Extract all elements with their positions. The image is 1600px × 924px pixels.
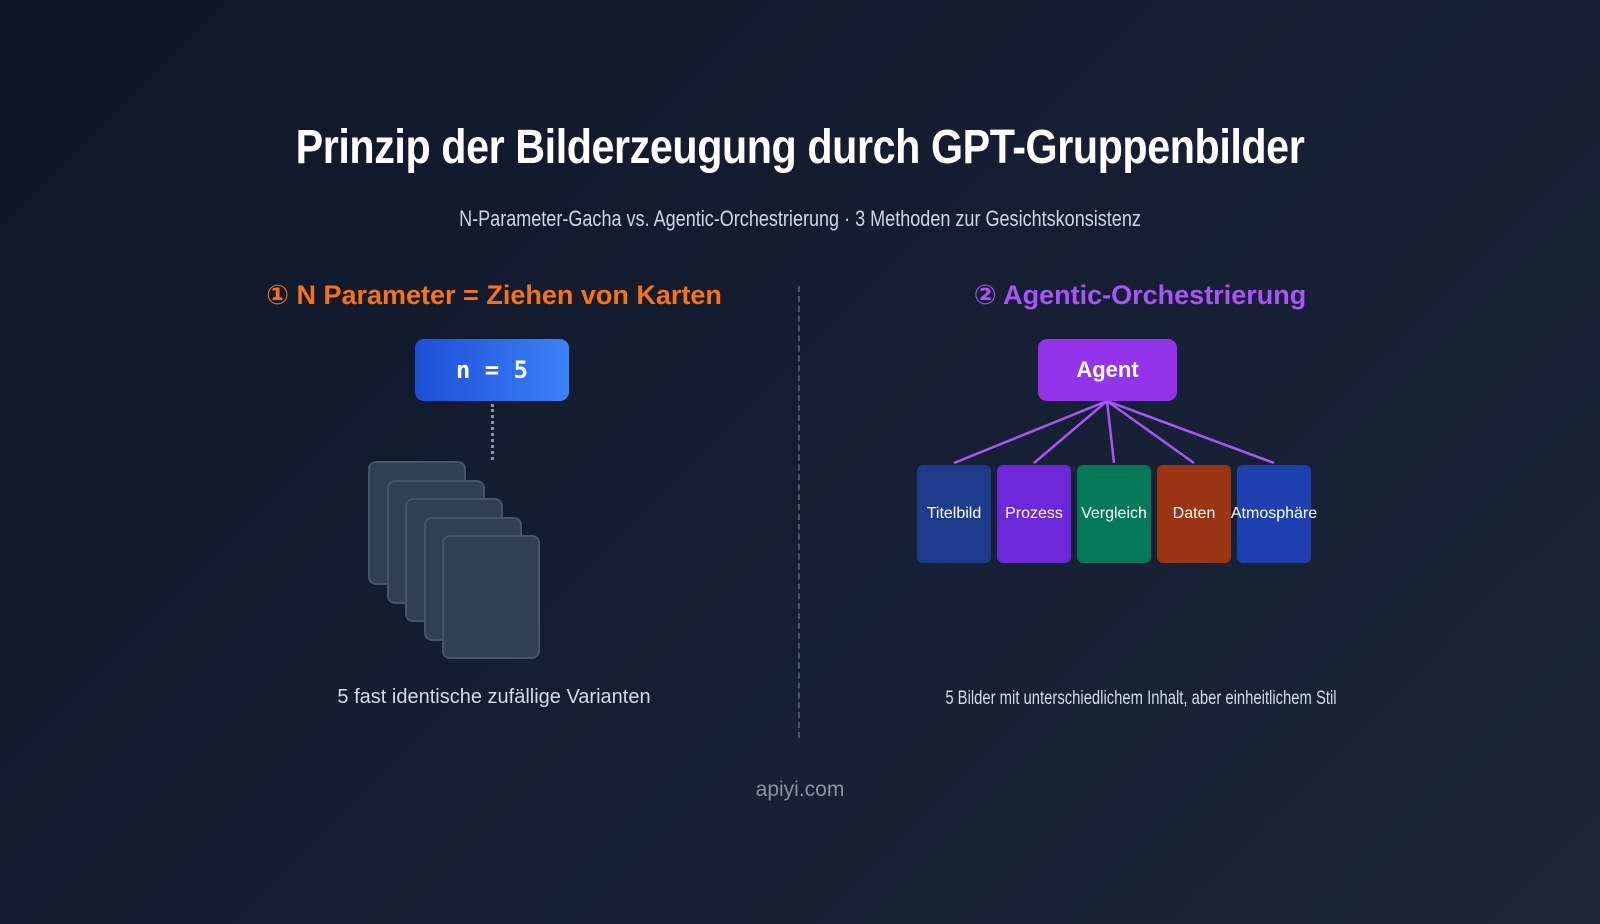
n-parameter-box: n = 5: [415, 339, 569, 401]
agent-node: Agent: [1038, 339, 1177, 401]
section-heading-agentic: ② Agentic-Orchestrierung: [973, 280, 1307, 310]
agent-output-3: Vergleich: [1077, 465, 1151, 563]
agent-connector-3: [1105, 400, 1116, 464]
page-title: Prinzip der Bilderzeugung durch GPT-Grup…: [295, 121, 1305, 174]
section-divider: [798, 286, 800, 738]
caption-agentic: 5 Bilder mit unterschiedlichem Inhalt, a…: [945, 688, 1337, 709]
agent-output-5: Atmosphäre: [1231, 465, 1317, 563]
variant-card: [442, 535, 540, 659]
page-subtitle: N-Parameter-Gacha vs. Agentic-Orchestrie…: [459, 206, 1141, 231]
agent-connector-2: [1033, 400, 1108, 464]
agent-output-2: Prozess: [997, 465, 1071, 563]
section-heading-n-parameter: ① N Parameter = Ziehen von Karten: [266, 280, 722, 310]
agent-connector-5: [1106, 399, 1275, 465]
agent-connector-1: [953, 399, 1108, 465]
agent-output-1: Titelbild: [917, 465, 991, 563]
footer-brand: apiyi.com: [755, 778, 845, 801]
caption-n-parameter: 5 fast identische zufällige Varianten: [337, 686, 651, 708]
n-parameter-connector: [491, 404, 494, 460]
agent-connector-4: [1106, 399, 1195, 465]
agent-output-4: Daten: [1157, 465, 1231, 563]
